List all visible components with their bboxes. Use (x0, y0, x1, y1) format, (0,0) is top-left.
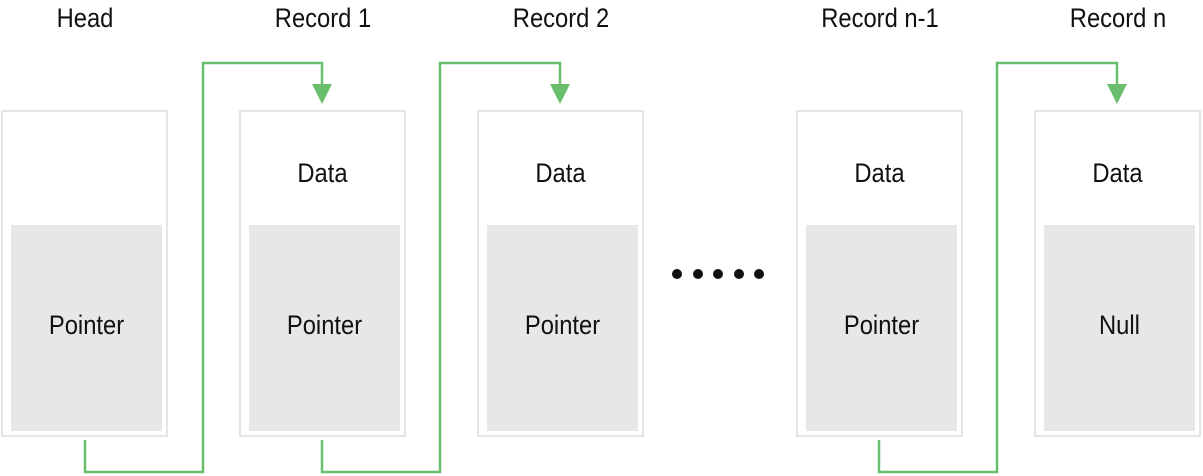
ellipsis-dot (754, 269, 764, 279)
node-title-record-2: Record 2 (512, 3, 610, 33)
pointer-label: Pointer (843, 310, 920, 340)
ellipsis-dot (692, 269, 703, 279)
node-title-record-1: Record 1 (274, 3, 372, 33)
node-record-2: Data Pointer (477, 110, 644, 437)
pointer-field: Pointer (806, 225, 957, 431)
null-label: Null (1099, 310, 1140, 340)
pointer-field: Pointer (11, 225, 162, 431)
ellipsis-dot (733, 269, 744, 279)
pointer-field: Pointer (487, 225, 638, 431)
node-data-label: Data (854, 158, 905, 188)
node-title-head: Head (56, 3, 114, 33)
node-data-label: Data (297, 158, 348, 188)
ellipsis-dot (713, 269, 723, 279)
node-record-n: Data Null (1034, 110, 1201, 437)
node-title-record-n-1: Record n-1 (821, 3, 939, 33)
pointer-label: Pointer (286, 310, 363, 340)
node-data-label (13, 155, 156, 191)
pointer-label: Pointer (524, 310, 601, 340)
node-data-label: Data (535, 158, 586, 188)
arrowhead-icon (550, 84, 570, 104)
node-head: Pointer (1, 110, 168, 437)
arrowhead-icon (312, 84, 332, 104)
pointer-label: Pointer (48, 310, 125, 340)
node-title-record-n: Record n (1069, 3, 1167, 33)
node-record-1: Data Pointer (239, 110, 406, 437)
node-data-label: Data (1092, 158, 1143, 188)
null-field: Null (1044, 225, 1195, 431)
ellipsis-dot (672, 269, 682, 279)
node-record-n-1: Data Pointer (796, 110, 963, 437)
arrowhead-icon (1107, 84, 1127, 104)
ellipsis-more-records (672, 263, 764, 285)
pointer-field: Pointer (249, 225, 400, 431)
